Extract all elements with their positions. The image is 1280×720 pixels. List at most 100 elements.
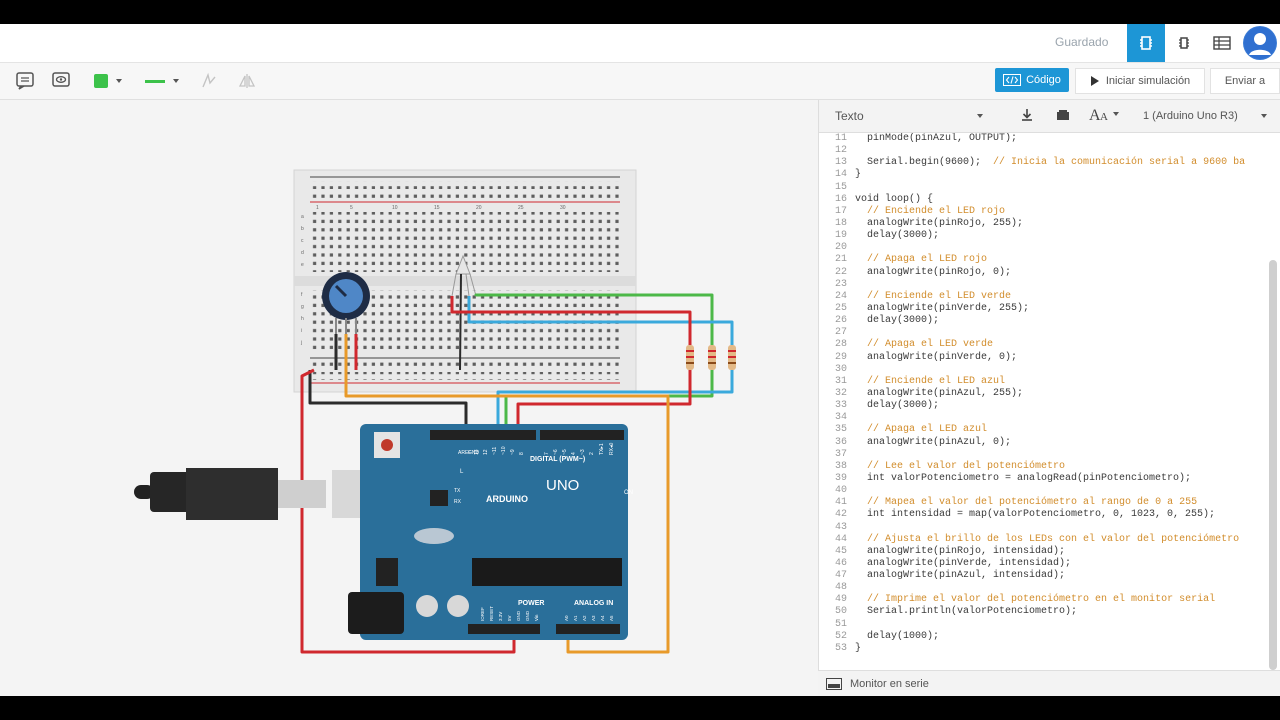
- send-to-button[interactable]: Enviar a: [1210, 68, 1280, 94]
- uno-model: UNO: [546, 477, 579, 494]
- code-comment: // Enciende el LED rojo: [867, 205, 1006, 217]
- code-text: Serial.begin(9600);: [855, 157, 994, 169]
- line-number: 17: [834, 205, 847, 217]
- code-text: [855, 254, 867, 266]
- code-line: 17 // Enciende el LED rojo: [819, 206, 1269, 218]
- power-label: POWER: [518, 600, 544, 607]
- line-number: 11: [834, 133, 847, 144]
- digital-pin-labels: 13 12 ~11 ~10 ~9 8 7 ~6 ~5 4 ~3 2 TX▸1 R…: [474, 443, 615, 455]
- code-mode-value: Texto: [835, 109, 864, 123]
- potentiometer[interactable]: [322, 272, 370, 334]
- rotate-button[interactable]: [198, 69, 220, 93]
- code-text: analogWrite(pinRojo, intensidad);: [855, 545, 1066, 557]
- start-simulation-label: Iniciar simulación: [1105, 75, 1191, 87]
- pin-label: GND: [516, 610, 521, 621]
- wire-blue-arduino[interactable]: [496, 370, 734, 428]
- wire-orange-a0[interactable]: [344, 334, 670, 654]
- start-simulation-button[interactable]: Iniciar simulación: [1075, 68, 1205, 94]
- code-comment: // Ajusta el brillo de los LEDs con el v…: [867, 533, 1240, 545]
- wire-red-5v[interactable]: [300, 368, 516, 654]
- code-text: delay(3000);: [855, 400, 940, 412]
- code-line: 40: [819, 485, 1269, 497]
- code-text: [855, 424, 867, 436]
- flip-button[interactable]: [236, 69, 258, 93]
- code-line: 48: [819, 582, 1269, 594]
- code-line: 44 // Ajusta el brillo de los LEDs con e…: [819, 534, 1269, 546]
- code-button[interactable]: Código: [995, 68, 1069, 92]
- code-comment: // Apaga el LED verde: [867, 339, 994, 351]
- bb-row-label: i: [301, 328, 302, 334]
- vertical-scrollbar[interactable]: [1269, 260, 1277, 670]
- arduino-uno-board[interactable]: DIGITAL (PWM~) AREF GND ARDUINO UNO ON L…: [348, 424, 633, 640]
- resistor-green[interactable]: [708, 345, 716, 370]
- pin-label: A4: [600, 615, 605, 621]
- wire-red[interactable]: [450, 296, 692, 345]
- serial-monitor-toggle[interactable]: Monitor en serie: [818, 670, 1280, 696]
- bb-row-label: a: [301, 214, 304, 220]
- pin-label: RX◂0: [609, 443, 615, 455]
- code-line: 51: [819, 619, 1269, 631]
- code-icon: [1003, 74, 1022, 86]
- wire-style-picker[interactable]: [142, 69, 184, 93]
- arduino-brand: ARDUINO: [486, 494, 528, 504]
- pin-label: A0: [564, 615, 569, 621]
- user-avatar[interactable]: [1243, 26, 1277, 60]
- bb-col-label: 5: [350, 205, 353, 211]
- resistor-red[interactable]: [686, 345, 694, 370]
- color-picker[interactable]: [90, 69, 128, 93]
- pin-label: ~3: [580, 449, 586, 455]
- download-button[interactable]: [1019, 107, 1035, 128]
- pin-label: 7: [544, 452, 550, 455]
- line-number: 15: [834, 181, 847, 193]
- circuit-canvas[interactable]: 1 5 10 15 20 25 30 a b c d e f g h i j: [0, 100, 818, 696]
- circuit-view-button[interactable]: [1127, 24, 1165, 62]
- code-line: 46 analogWrite(pinVerde, intensidad);: [819, 558, 1269, 570]
- notes-button[interactable]: [14, 69, 36, 93]
- notes-visibility-button[interactable]: [50, 69, 72, 93]
- line-number: 46: [834, 557, 847, 569]
- color-swatch: [94, 74, 108, 88]
- resistor-blue[interactable]: [728, 345, 736, 370]
- wire-swatch-icon: [145, 79, 165, 83]
- code-line: 20: [819, 242, 1269, 254]
- code-button-label: Código: [1026, 74, 1061, 86]
- svg-text:A: A: [1089, 107, 1101, 123]
- code-comment: // Inicia la comunicación serial a 9600 …: [993, 157, 1246, 169]
- resistors[interactable]: [686, 345, 736, 370]
- code-line: 26 delay(3000);: [819, 315, 1269, 327]
- code-line: 43: [819, 522, 1269, 534]
- aref-label: AREF: [458, 450, 471, 456]
- line-number: 30: [834, 363, 847, 375]
- component-icon: [1179, 37, 1189, 49]
- bb-row-label: j: [300, 340, 302, 346]
- line-number: 39: [834, 472, 847, 484]
- wire-blue[interactable]: [467, 296, 734, 345]
- code-text: [855, 339, 867, 351]
- libraries-button[interactable]: [1055, 107, 1071, 128]
- bb-row-label: g: [301, 304, 304, 310]
- code-text: delay(3000);: [855, 315, 940, 327]
- send-to-label: Enviar a: [1224, 75, 1266, 87]
- wire-red-arduino[interactable]: [516, 370, 692, 428]
- code-mode-select[interactable]: Texto: [827, 105, 995, 127]
- device-select[interactable]: 1 (Arduino Uno R3): [1135, 105, 1275, 127]
- bb-row-label: f: [301, 292, 303, 298]
- pin-label: RESET: [489, 606, 494, 621]
- l-label: L: [460, 469, 464, 475]
- download-icon: [1022, 109, 1032, 121]
- pin-label: 5V: [507, 615, 512, 621]
- component-list-button[interactable]: [1203, 24, 1241, 62]
- code-line: 41 // Mapea el valor del potenciómetro a…: [819, 497, 1269, 509]
- wire-black-gnd[interactable]: [308, 370, 468, 428]
- bb-row-label: e: [301, 262, 304, 268]
- line-number: 35: [834, 424, 847, 436]
- code-text: analogWrite(pinAzul, intensidad);: [855, 570, 1066, 582]
- schematic-view-button[interactable]: [1165, 24, 1203, 62]
- line-number: 28: [834, 339, 847, 351]
- wire-green[interactable]: [474, 293, 714, 345]
- code-text: analogWrite(pinAzul, 255);: [855, 387, 1024, 399]
- rgb-led[interactable]: [451, 254, 477, 371]
- code-line: 11 pinMode(pinAzul, OUTPUT);: [819, 133, 1269, 145]
